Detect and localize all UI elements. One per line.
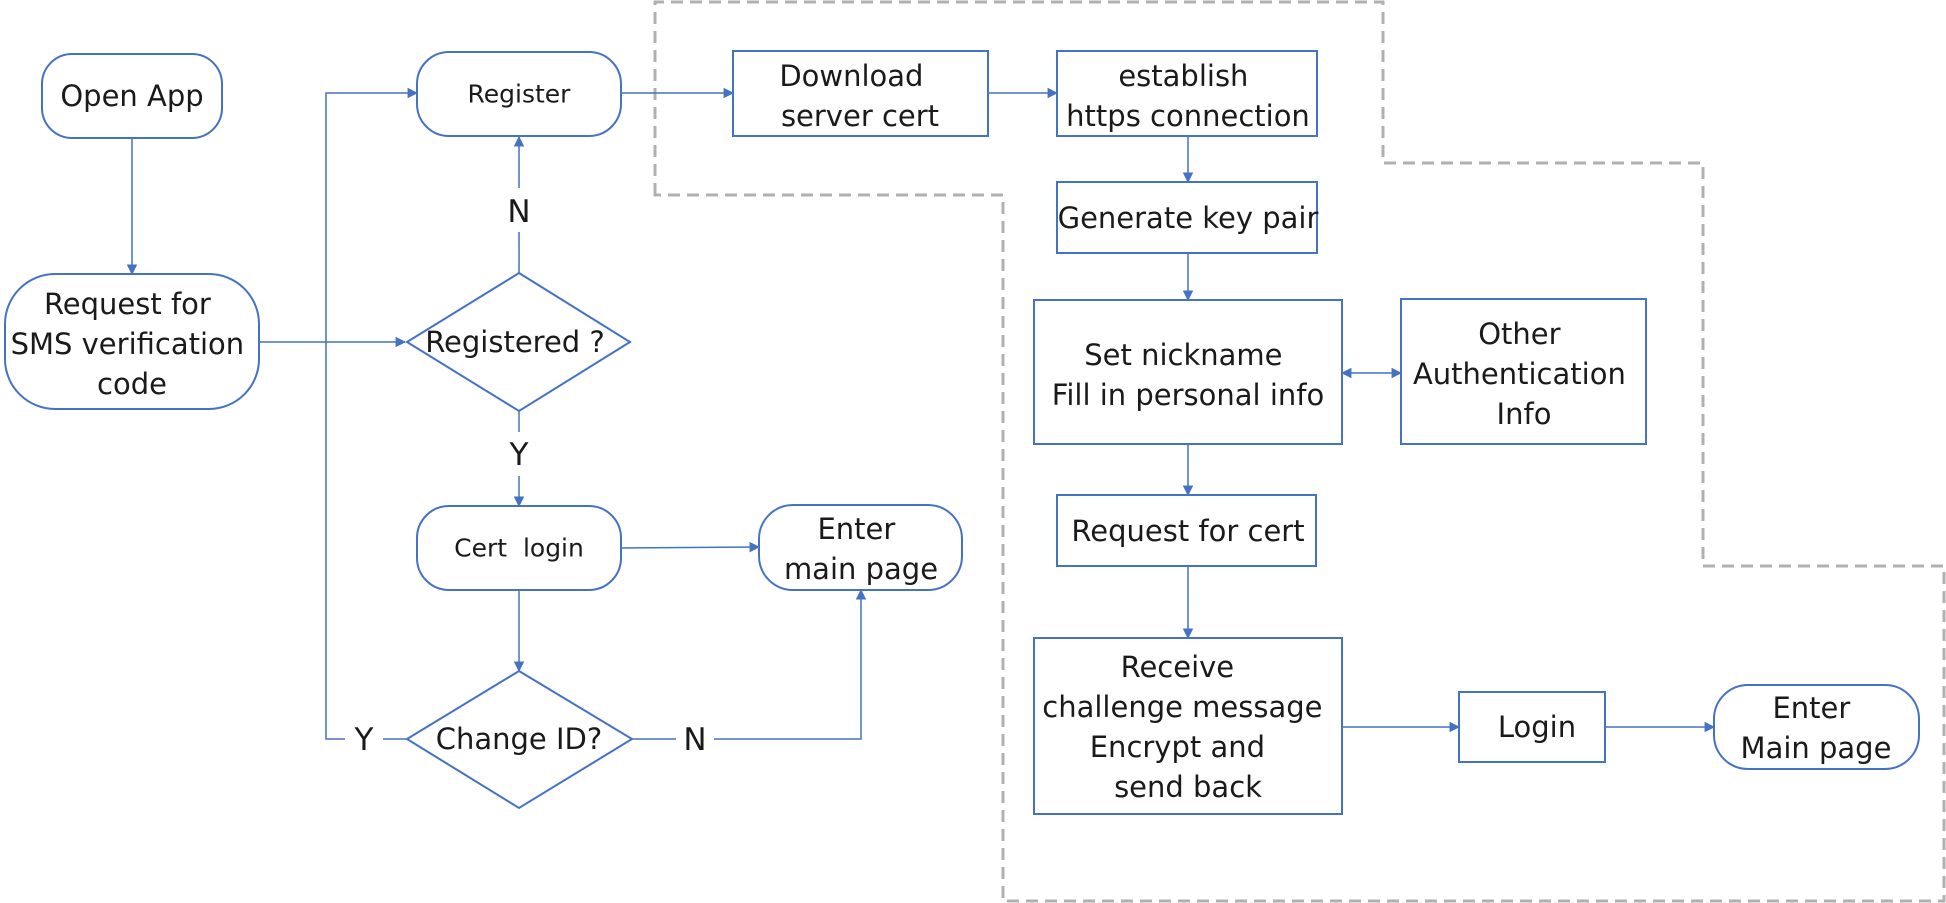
download-cert-line-2: server cert bbox=[781, 99, 939, 133]
edge-changeid-to-enter bbox=[632, 588, 867, 740]
enter-main-2-line-2: Main page bbox=[1741, 731, 1892, 765]
node-generate-key-pair: Generate key pair bbox=[1056, 181, 1319, 254]
node-register: Register bbox=[416, 51, 622, 137]
label-registered-yes: Y bbox=[509, 437, 529, 473]
challenge-line-1: Receive bbox=[1121, 650, 1235, 684]
label-changeid-yes: Y bbox=[354, 722, 374, 758]
node-set-nickname: Set nickname Fill in personal info bbox=[1033, 299, 1343, 445]
svg-text:Enter main page: Enter main page bbox=[784, 512, 938, 586]
challenge-line-2: challenge message bbox=[1042, 690, 1322, 724]
node-cert-login: Cert login bbox=[416, 505, 622, 591]
challenge-line-3: Encrypt and bbox=[1090, 730, 1265, 764]
node-other-authentication-info: Other Authentication Info bbox=[1400, 298, 1647, 445]
node-enter-main-page-2: Enter Main page bbox=[1713, 684, 1920, 770]
request-sms-line-2: SMS verification bbox=[11, 327, 245, 361]
other-auth-line-3: Info bbox=[1497, 397, 1552, 431]
other-auth-line-2: Authentication bbox=[1413, 357, 1626, 391]
svg-text:Enter Main page: Enter Main page bbox=[1741, 691, 1892, 765]
node-enter-main-page-1: Enter main page bbox=[758, 504, 963, 591]
svg-text:Open App: Open App bbox=[60, 79, 203, 113]
node-download-server-cert: Download server cert bbox=[732, 50, 989, 137]
svg-text:Receive challenge messag: Receive challenge message Encrypt and se… bbox=[1042, 650, 1331, 804]
edge-labels: N Y Y N bbox=[345, 188, 714, 762]
registered-label: Registered ? bbox=[425, 325, 605, 359]
register-label: Register bbox=[468, 80, 572, 109]
svg-text:Other Authentication: Other Authentication Info bbox=[1413, 317, 1635, 431]
node-change-id-decision: Change ID? bbox=[405, 669, 634, 810]
request-sms-line-1: Request for bbox=[44, 287, 211, 321]
svg-text:establish https connecti: establish https connection bbox=[1066, 59, 1310, 133]
request-sms-line-3: code bbox=[97, 367, 167, 401]
svg-text:Request for SMS verifica: Request for SMS verification code bbox=[11, 287, 254, 401]
other-auth-line-1: Other bbox=[1478, 317, 1560, 351]
label-changeid-no: N bbox=[683, 722, 706, 758]
svg-text:Download server cert: Download server cert bbox=[779, 59, 939, 133]
generate-key-label: Generate key pair bbox=[1058, 201, 1319, 235]
enter-main-1-line-1: Enter bbox=[817, 512, 895, 546]
node-request-for-cert: Request for cert bbox=[1056, 494, 1317, 567]
node-registered-decision: Registered ? bbox=[405, 271, 632, 413]
label-registered-no: N bbox=[507, 194, 530, 230]
registration-boundary bbox=[653, 0, 1946, 903]
node-login: Login bbox=[1458, 691, 1606, 763]
download-cert-line-1: Download bbox=[779, 59, 923, 93]
request-cert-label: Request for cert bbox=[1071, 514, 1304, 548]
node-open-app: Open App bbox=[41, 53, 223, 139]
edge-certlogin-to-enter bbox=[620, 541, 761, 553]
open-app-label: Open App bbox=[60, 79, 203, 113]
edge-changeid-to-register bbox=[325, 87, 419, 740]
challenge-line-4: send back bbox=[1114, 770, 1262, 804]
set-nickname-line-1: Set nickname bbox=[1084, 338, 1282, 372]
https-line-1: establish bbox=[1118, 59, 1248, 93]
login-label: Login bbox=[1498, 710, 1576, 744]
change-id-label: Change ID? bbox=[436, 722, 603, 756]
node-request-sms: Request for SMS verification code bbox=[4, 273, 260, 410]
svg-text:Set nickname Fill in per: Set nickname Fill in personal info bbox=[1052, 338, 1324, 412]
cert-login-label: Cert login bbox=[454, 534, 584, 563]
connectors bbox=[126, 87, 1716, 740]
enter-main-2-line-1: Enter bbox=[1772, 691, 1850, 725]
set-nickname-line-2: Fill in personal info bbox=[1052, 378, 1324, 412]
enter-main-1-line-2: main page bbox=[784, 552, 938, 586]
https-line-2: https connection bbox=[1066, 99, 1310, 133]
node-receive-challenge: Receive challenge message Encrypt and se… bbox=[1033, 637, 1343, 815]
node-https-connection: establish https connection bbox=[1056, 50, 1318, 137]
